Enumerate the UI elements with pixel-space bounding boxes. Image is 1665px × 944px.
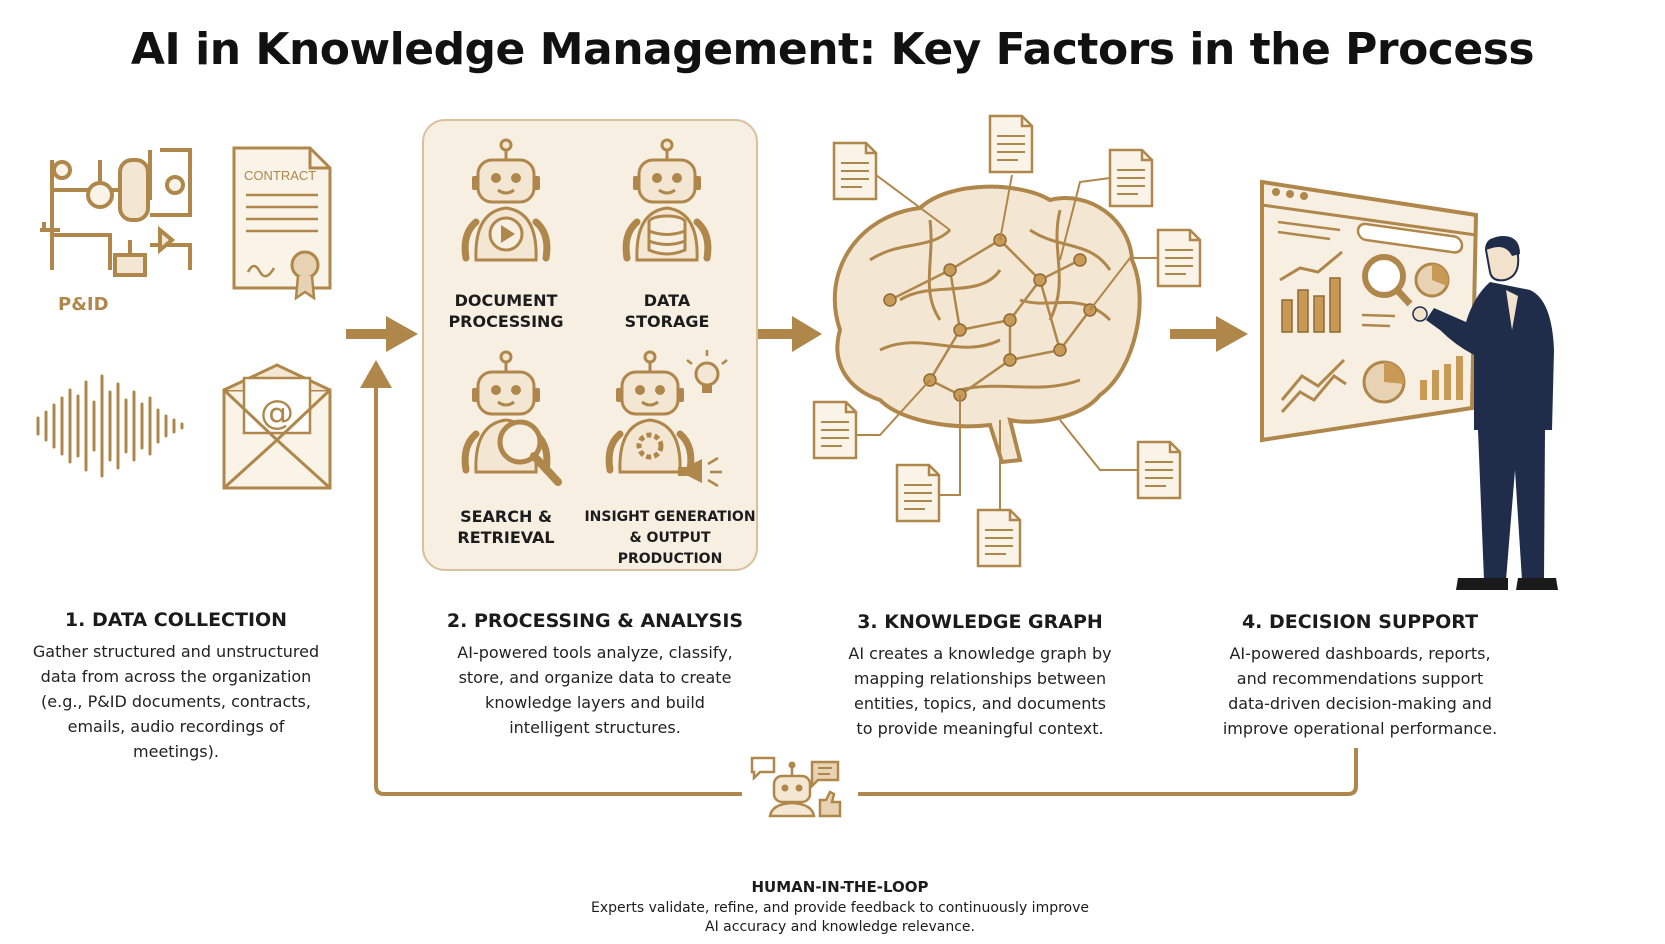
stage-heading: 4. DECISION SUPPORT bbox=[1241, 611, 1479, 633]
contract-label: CONTRACT bbox=[244, 168, 316, 183]
email-at-symbol: @ bbox=[260, 393, 294, 433]
arrow-up-icon bbox=[360, 360, 392, 388]
stage-heading: 1. DATA COLLECTION bbox=[64, 609, 288, 631]
label-line: DATA bbox=[643, 291, 691, 310]
label-line: RETRIEVAL bbox=[457, 528, 555, 547]
feedback-loop-arrow bbox=[374, 378, 1358, 796]
document-icon bbox=[812, 400, 858, 460]
label-line: PROCESSING bbox=[448, 312, 564, 331]
businessman-figure bbox=[1412, 236, 1558, 590]
analytics-dashboard-icon bbox=[1260, 179, 1479, 443]
document-icon bbox=[988, 114, 1034, 174]
arrow-right-icon bbox=[346, 316, 418, 352]
label-line: SEARCH & bbox=[460, 507, 552, 526]
document-icon bbox=[832, 141, 878, 201]
arrow-right-icon bbox=[752, 316, 822, 352]
robot-play-icon bbox=[465, 140, 547, 260]
label-line: DOCUMENT bbox=[454, 291, 558, 310]
robot-magnifier-icon bbox=[465, 352, 562, 486]
data-storage-label: DATA STORAGE bbox=[597, 290, 737, 332]
pid-label: P&ID bbox=[58, 294, 109, 315]
page-title: AI in Knowledge Management: Key Factors … bbox=[130, 24, 1535, 75]
label-line: & OUTPUT PRODUCTION bbox=[617, 530, 723, 567]
insight-generation-label: INSIGHT GENERATION & OUTPUT PRODUCTION bbox=[582, 507, 758, 570]
document-icon bbox=[1108, 148, 1154, 208]
document-icon bbox=[895, 463, 941, 523]
stage-heading: 2. PROCESSING & ANALYSIS bbox=[446, 610, 744, 632]
stage-description: Gather structured and unstructured data … bbox=[32, 642, 320, 761]
document-icon bbox=[976, 508, 1022, 568]
label-line: INSIGHT GENERATION bbox=[584, 509, 756, 525]
document-icon bbox=[1156, 228, 1202, 288]
human-in-the-loop-description: Experts validate, refine, and provide fe… bbox=[590, 900, 1090, 935]
stage-heading: 3. KNOWLEDGE GRAPH bbox=[857, 611, 1103, 633]
stage-knowledge-graph: 3. KNOWLEDGE GRAPH AI creates a knowledg… bbox=[830, 611, 1130, 741]
knowledge-graph-brain-icon bbox=[832, 174, 1158, 510]
label-line: STORAGE bbox=[624, 312, 710, 331]
robot-database-icon bbox=[626, 140, 708, 260]
human-in-the-loop-title: HUMAN-IN-THE-LOOP bbox=[751, 878, 929, 896]
contract-document-icon: CONTRACT bbox=[232, 146, 332, 301]
pid-schematic-icon bbox=[40, 148, 192, 277]
email-envelope-icon: @ bbox=[222, 363, 332, 490]
stage-decision-support: 4. DECISION SUPPORT AI-powered dashboard… bbox=[1210, 611, 1510, 741]
search-retrieval-label: SEARCH & RETRIEVAL bbox=[436, 506, 576, 548]
stage-processing-analysis: 2. PROCESSING & ANALYSIS AI-powered tool… bbox=[440, 610, 750, 740]
stage-description: AI-powered dashboards, reports, and reco… bbox=[1222, 644, 1498, 738]
robot-lightbulb-icon bbox=[609, 350, 728, 488]
arrow-right-icon bbox=[1170, 316, 1248, 352]
human-in-the-loop-robot-icon bbox=[750, 756, 842, 818]
stage-description: AI creates a knowledge graph by mapping … bbox=[848, 644, 1112, 738]
document-processing-label: DOCUMENT PROCESSING bbox=[436, 290, 576, 332]
audio-waveform-icon bbox=[36, 374, 184, 478]
stage-description: AI-powered tools analyze, classify, stor… bbox=[457, 643, 733, 737]
document-icon bbox=[1136, 440, 1182, 500]
stage-data-collection: 1. DATA COLLECTION Gather structured and… bbox=[26, 609, 326, 764]
